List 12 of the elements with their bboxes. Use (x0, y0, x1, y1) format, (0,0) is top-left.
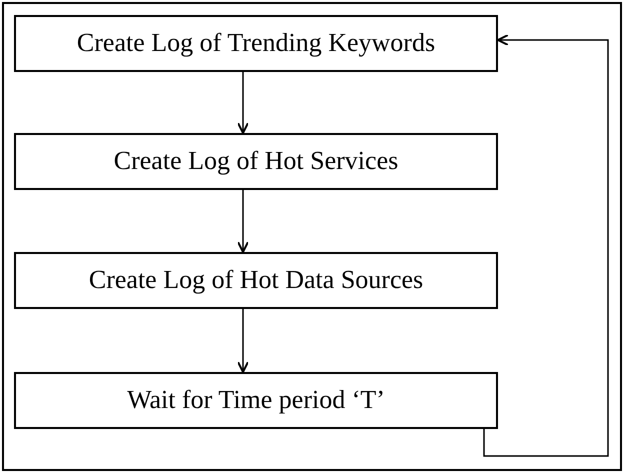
box-label: Create Log of Hot Data Sources (88, 264, 424, 296)
process-box (14, 372, 498, 429)
process-box (14, 133, 498, 190)
process-box (14, 252, 498, 309)
arrow (237, 309, 249, 373)
arrow (237, 190, 249, 253)
arrow (237, 72, 249, 134)
box-label: Wait for Time period ‘T’ (127, 384, 385, 416)
arrow (483, 34, 609, 457)
box-label: Create Log of Trending Keywords (76, 27, 436, 60)
box-label: Create Log of Hot Services (114, 145, 398, 178)
process-box (14, 15, 498, 72)
